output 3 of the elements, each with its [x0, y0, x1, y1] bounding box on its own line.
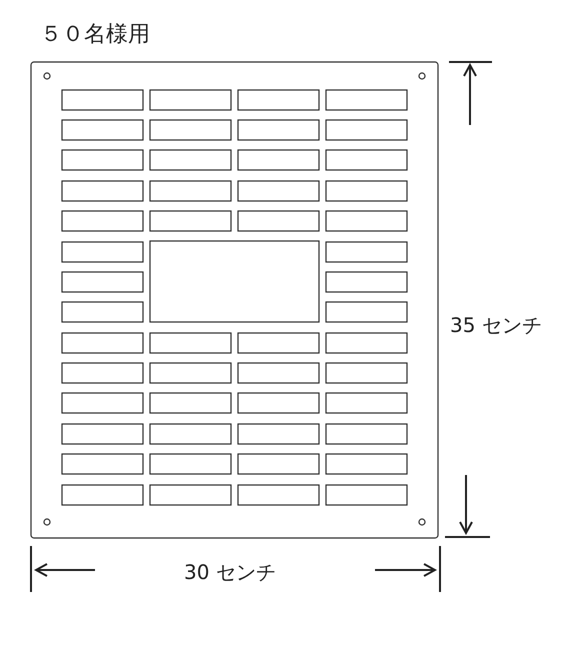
dimension-label: 35 センチ	[450, 315, 542, 335]
dimension-label: 30 センチ	[184, 562, 276, 582]
title: ５０名様用	[40, 24, 150, 46]
